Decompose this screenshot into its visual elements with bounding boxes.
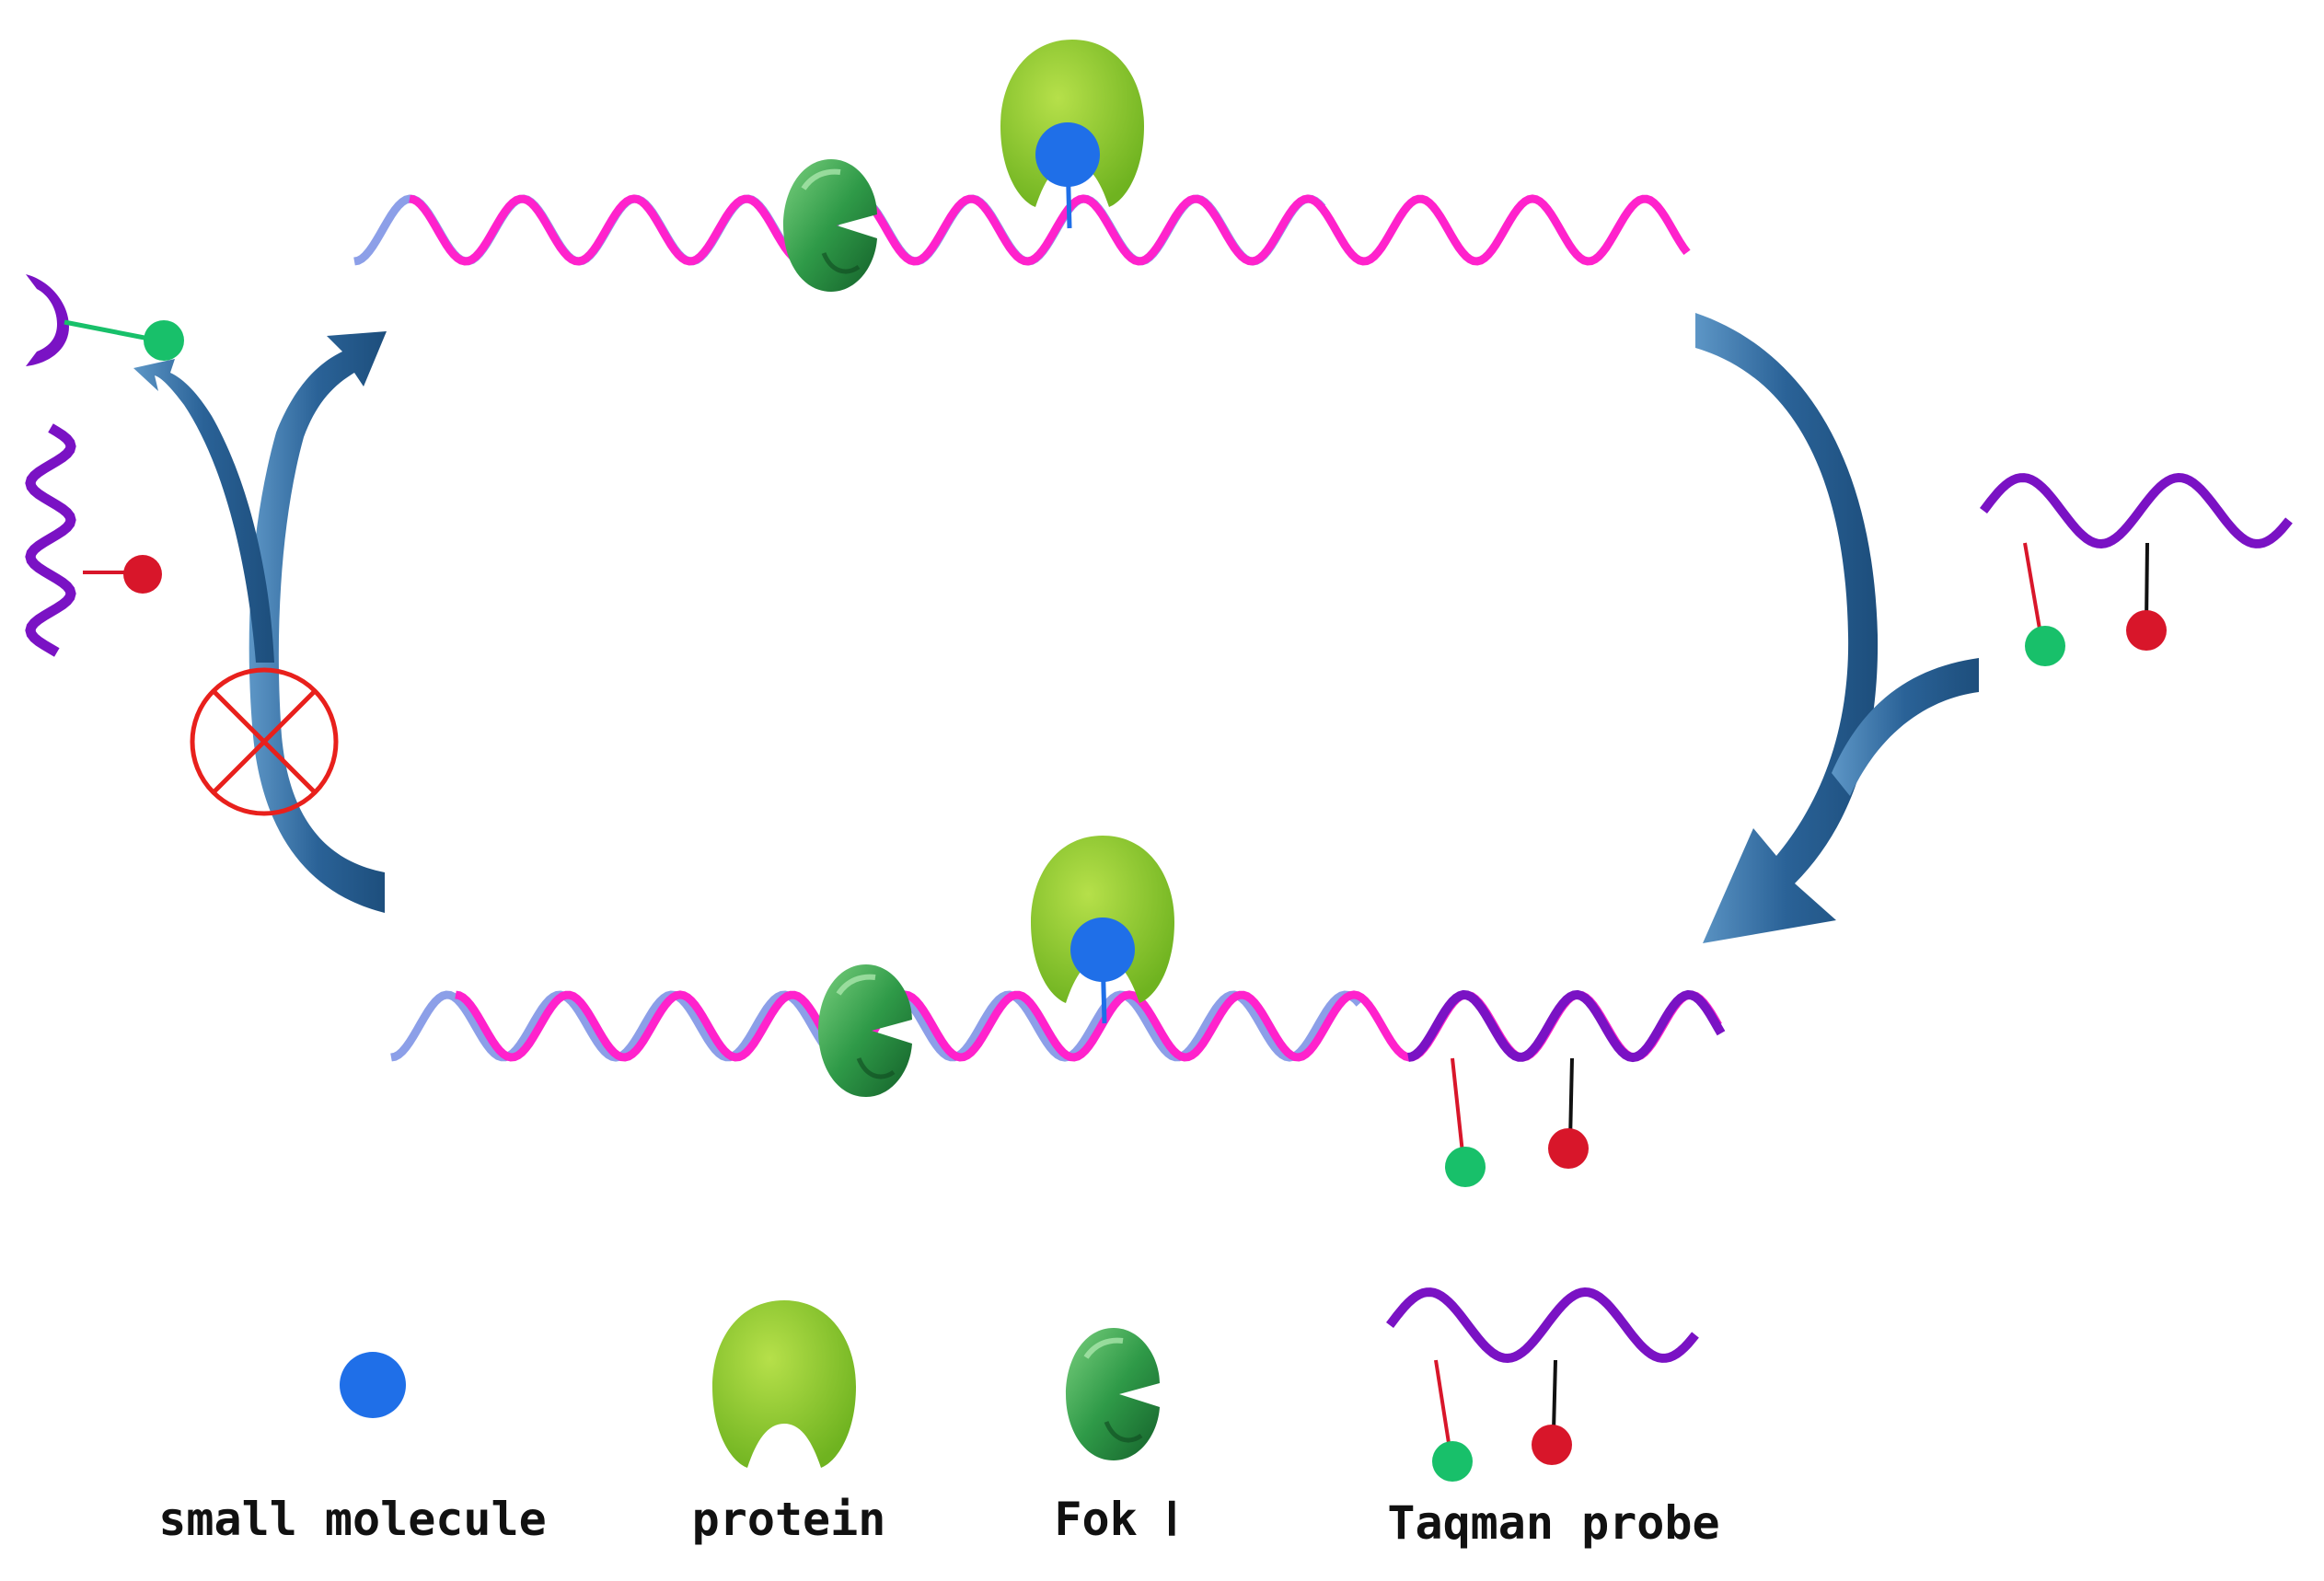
top-pink-strand: [409, 194, 1691, 266]
bottom-probe-reporter-linker: [1451, 1057, 1465, 1162]
bottom-protein-complex: [1031, 836, 1174, 1024]
legend: small molecule protein Fok Ⅰ Taqman prob…: [158, 1287, 1720, 1550]
left-cycle-arrow: [133, 331, 387, 913]
legend-probe-reporter-linker: [1434, 1359, 1451, 1444]
left-arrow-main-body: [249, 331, 387, 913]
bottom-small-molecule-icon: [1070, 917, 1135, 982]
bottom-probe-quencher-icon: [1548, 1128, 1589, 1169]
legend-item-small-molecule: small molecule: [158, 1352, 547, 1546]
legend-small-molecule-label: small molecule: [158, 1493, 546, 1546]
legend-probe-quencher-linker: [1552, 1359, 1557, 1432]
right-arrow-input-branch: [1832, 658, 1979, 796]
bottom-foki-icon: [818, 964, 912, 1097]
legend-taqman-probe-label: Taqman probe: [1387, 1496, 1719, 1550]
cleaved-probe-head-icon: [26, 274, 69, 366]
legend-probe-quencher-icon: [1532, 1425, 1572, 1465]
free-probe-quencher-icon: [2126, 610, 2167, 651]
right-arrow-body: [1695, 313, 1879, 943]
free-probe-reporter-icon: [2025, 626, 2065, 666]
top-duplex: [353, 40, 1691, 292]
bottom-bound-probe-strand: [1407, 989, 1726, 1063]
free-probe-strand: [1980, 472, 2293, 549]
legend-probe-reporter-icon: [1432, 1441, 1473, 1482]
legend-item-foki: Fok Ⅰ: [1054, 1328, 1179, 1546]
legend-probe-strand-icon: [1386, 1287, 1699, 1364]
legend-item-taqman-probe: Taqman probe: [1386, 1287, 1720, 1550]
bottom-duplex: [390, 836, 1726, 1187]
legend-protein-label: protein: [692, 1493, 886, 1546]
free-probe-reporter-linker: [2023, 542, 2043, 640]
bottom-probe-quencher-linker: [1568, 1057, 1574, 1142]
inhibit-icon: [190, 667, 339, 816]
right-cycle-arrow: [1695, 313, 1979, 943]
top-foki-icon: [783, 159, 877, 292]
free-taqman-probe: [1980, 472, 2293, 666]
bottom-probe-reporter-icon: [1445, 1147, 1486, 1187]
cleaved-quencher-icon: [123, 555, 162, 594]
legend-protein-icon: [712, 1300, 856, 1468]
cleaved-reporter-icon: [144, 320, 184, 361]
legend-foki-icon: [1066, 1328, 1160, 1460]
cleaved-probe-fragments: [25, 274, 184, 657]
top-protein-complex: [1000, 40, 1144, 229]
cleaved-reporter-linker: [64, 319, 150, 341]
legend-small-molecule-icon: [340, 1352, 406, 1418]
top-small-molecule-icon: [1035, 122, 1100, 187]
cleaved-probe-strand: [25, 423, 76, 657]
legend-item-protein: protein: [692, 1300, 886, 1546]
legend-foki-label: Fok Ⅰ: [1054, 1493, 1178, 1546]
left-arrow-branch-body: [133, 359, 274, 663]
